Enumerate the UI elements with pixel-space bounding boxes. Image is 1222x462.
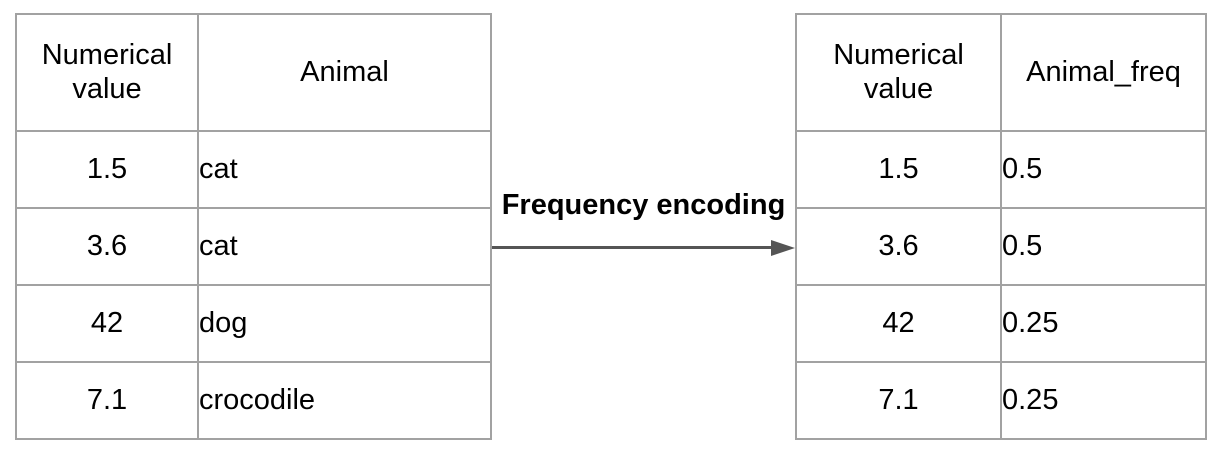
- animal-freq-cell: 0.25: [1000, 361, 1207, 440]
- animal-freq-cell: 0.25: [1000, 284, 1207, 363]
- numerical-value-cell: 42: [795, 284, 1002, 363]
- numerical-value-cell: 7.1: [15, 361, 199, 440]
- output-header-animal-freq: Animal_freq: [1000, 13, 1207, 132]
- numerical-value-cell: 7.1: [795, 361, 1002, 440]
- table-row: 7.1 crocodile: [15, 361, 492, 440]
- table-row: 7.1 0.25: [795, 361, 1207, 440]
- table-row: 3.6 cat: [15, 207, 492, 286]
- numerical-value-cell: 42: [15, 284, 199, 363]
- input-header-animal: Animal: [197, 13, 492, 132]
- right-arrow-icon: [771, 240, 795, 256]
- numerical-value-cell: 3.6: [795, 207, 1002, 286]
- numerical-value-cell: 1.5: [15, 130, 199, 209]
- output-table-header-row: Numerical value Animal_freq: [795, 13, 1207, 132]
- input-header-numerical-value: Numerical value: [15, 13, 199, 132]
- animal-cell: cat: [197, 130, 492, 209]
- numerical-value-cell: 3.6: [15, 207, 199, 286]
- animal-freq-cell: 0.5: [1000, 207, 1207, 286]
- frequency-encoding-label: Frequency encoding: [501, 189, 786, 221]
- output-header-numerical-value: Numerical value: [795, 13, 1002, 132]
- right-arrow-line: [492, 246, 773, 249]
- animal-cell: dog: [197, 284, 492, 363]
- animal-cell: cat: [197, 207, 492, 286]
- table-row: 1.5 cat: [15, 130, 492, 209]
- output-table: Numerical value Animal_freq 1.5 0.5 3.6 …: [795, 13, 1207, 440]
- table-row: 42 0.25: [795, 284, 1207, 363]
- table-row: 3.6 0.5: [795, 207, 1207, 286]
- input-table-header-row: Numerical value Animal: [15, 13, 492, 132]
- input-table: Numerical value Animal 1.5 cat 3.6 cat 4…: [15, 13, 492, 440]
- table-row: 1.5 0.5: [795, 130, 1207, 209]
- table-row: 42 dog: [15, 284, 492, 363]
- animal-freq-cell: 0.5: [1000, 130, 1207, 209]
- numerical-value-cell: 1.5: [795, 130, 1002, 209]
- animal-cell: crocodile: [197, 361, 492, 440]
